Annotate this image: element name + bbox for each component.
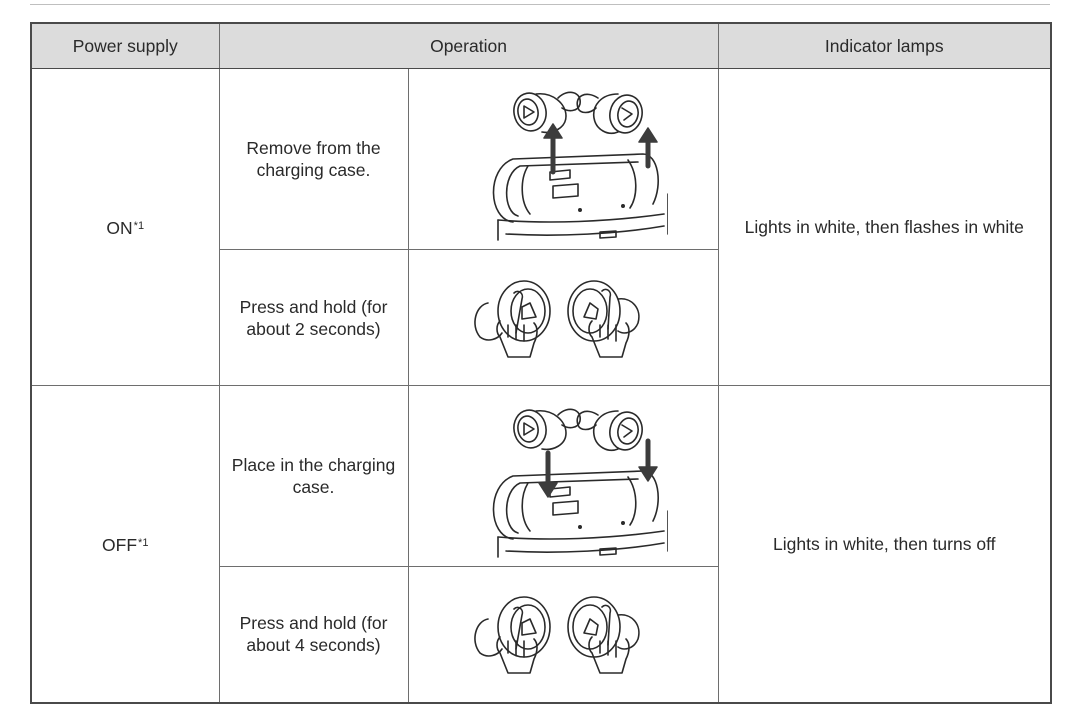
table-row: Press and hold (for about 2 seconds) bbox=[31, 249, 1051, 386]
header-operation: Operation bbox=[218, 22, 719, 69]
power-state-label: ON bbox=[106, 218, 133, 238]
table-row: ON*1 Remove from the charging case. bbox=[30, 68, 1052, 386]
operation-illustration bbox=[407, 249, 719, 386]
operation-text: Press and hold (for about 2 seconds) bbox=[218, 249, 409, 386]
operation-illustration bbox=[407, 566, 719, 703]
indicator-description: Lights in white, then flashes in white bbox=[744, 217, 1024, 237]
operation-description: Press and hold (for about 2 seconds) bbox=[239, 296, 388, 339]
table-row: Press and hold (for about 4 seconds) bbox=[31, 566, 1051, 703]
operation-text: Remove from the charging case. bbox=[218, 68, 409, 250]
earbuds-lowering-into-case-icon bbox=[492, 408, 668, 558]
table-row: OFF*1 Place in the charging case. bbox=[30, 385, 1052, 703]
operation-description: Press and hold (for about 4 seconds) bbox=[239, 613, 388, 656]
operation-illustration bbox=[407, 385, 719, 567]
top-divider bbox=[30, 4, 1050, 5]
operation-illustration bbox=[407, 68, 719, 250]
fingers-pressing-earbuds-icon bbox=[474, 596, 640, 675]
operation-text: Place in the charging case. bbox=[218, 385, 409, 567]
table-header-row: Power supply Operation Indicator lamps bbox=[30, 22, 1052, 69]
earbuds-lifting-out-of-case-icon bbox=[492, 91, 668, 241]
indicator-lamps-off: Lights in white, then turns off bbox=[717, 385, 1052, 703]
indicator-lamps-on: Lights in white, then flashes in white bbox=[717, 68, 1052, 386]
power-state-off: OFF*1 bbox=[30, 385, 220, 703]
power-state-label: OFF bbox=[102, 534, 138, 555]
indicator-description: Lights in white, then turns off bbox=[773, 533, 996, 554]
header-indicator-lamps: Indicator lamps bbox=[717, 22, 1052, 69]
header-power-supply: Power supply bbox=[30, 22, 220, 69]
power-operation-table: Power supply Operation Indicator lamps O… bbox=[30, 22, 1053, 704]
operation-description: Place in the charging case. bbox=[231, 455, 396, 497]
fingers-pressing-earbuds-icon bbox=[474, 279, 640, 358]
footnote-mark: *1 bbox=[138, 536, 149, 549]
power-state-on: ON*1 bbox=[30, 68, 220, 386]
footnote-mark: *1 bbox=[133, 220, 145, 232]
operation-description: Remove from the charging case. bbox=[246, 138, 381, 180]
operation-text: Press and hold (for about 4 seconds) bbox=[218, 566, 409, 703]
